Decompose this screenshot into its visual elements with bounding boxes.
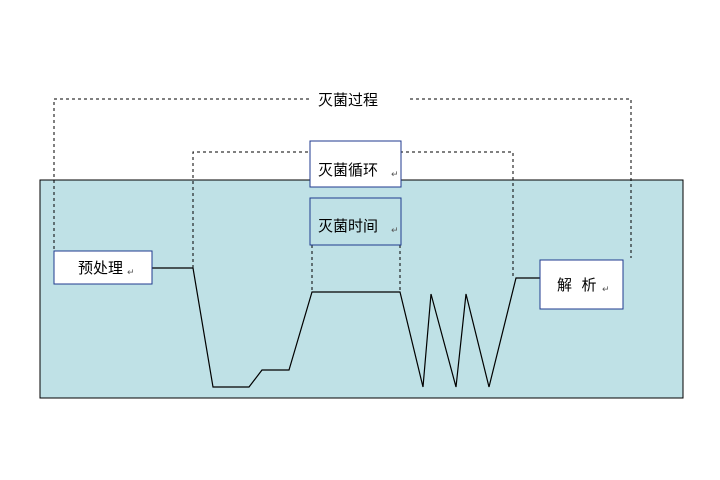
process-bracket: [53, 98, 312, 255]
analysis-para-mark: ↵: [602, 285, 610, 295]
pretreatment-label: 预处理: [78, 259, 123, 277]
time-box: [309, 197, 402, 246]
time-label: 灭菌时间: [318, 217, 378, 235]
cycle-label: 灭菌循环: [318, 161, 378, 179]
time-para-mark: ↵: [391, 226, 399, 236]
process-label: 灭菌过程: [318, 91, 378, 109]
cycle-bracket-right: [400, 151, 514, 278]
cycle-para-mark: ↵: [391, 170, 399, 180]
cycle-bracket: [192, 151, 312, 268]
process-bracket-right: [410, 98, 632, 258]
cycle-box: [309, 140, 402, 188]
pretreatment-box: [53, 250, 153, 285]
analysis-box: [539, 259, 624, 310]
process-curve: [152, 267, 540, 388]
analysis-label: 解 析: [557, 276, 597, 294]
process-label-bg: [313, 86, 410, 112]
pretreatment-para-mark: ↵: [127, 268, 135, 278]
